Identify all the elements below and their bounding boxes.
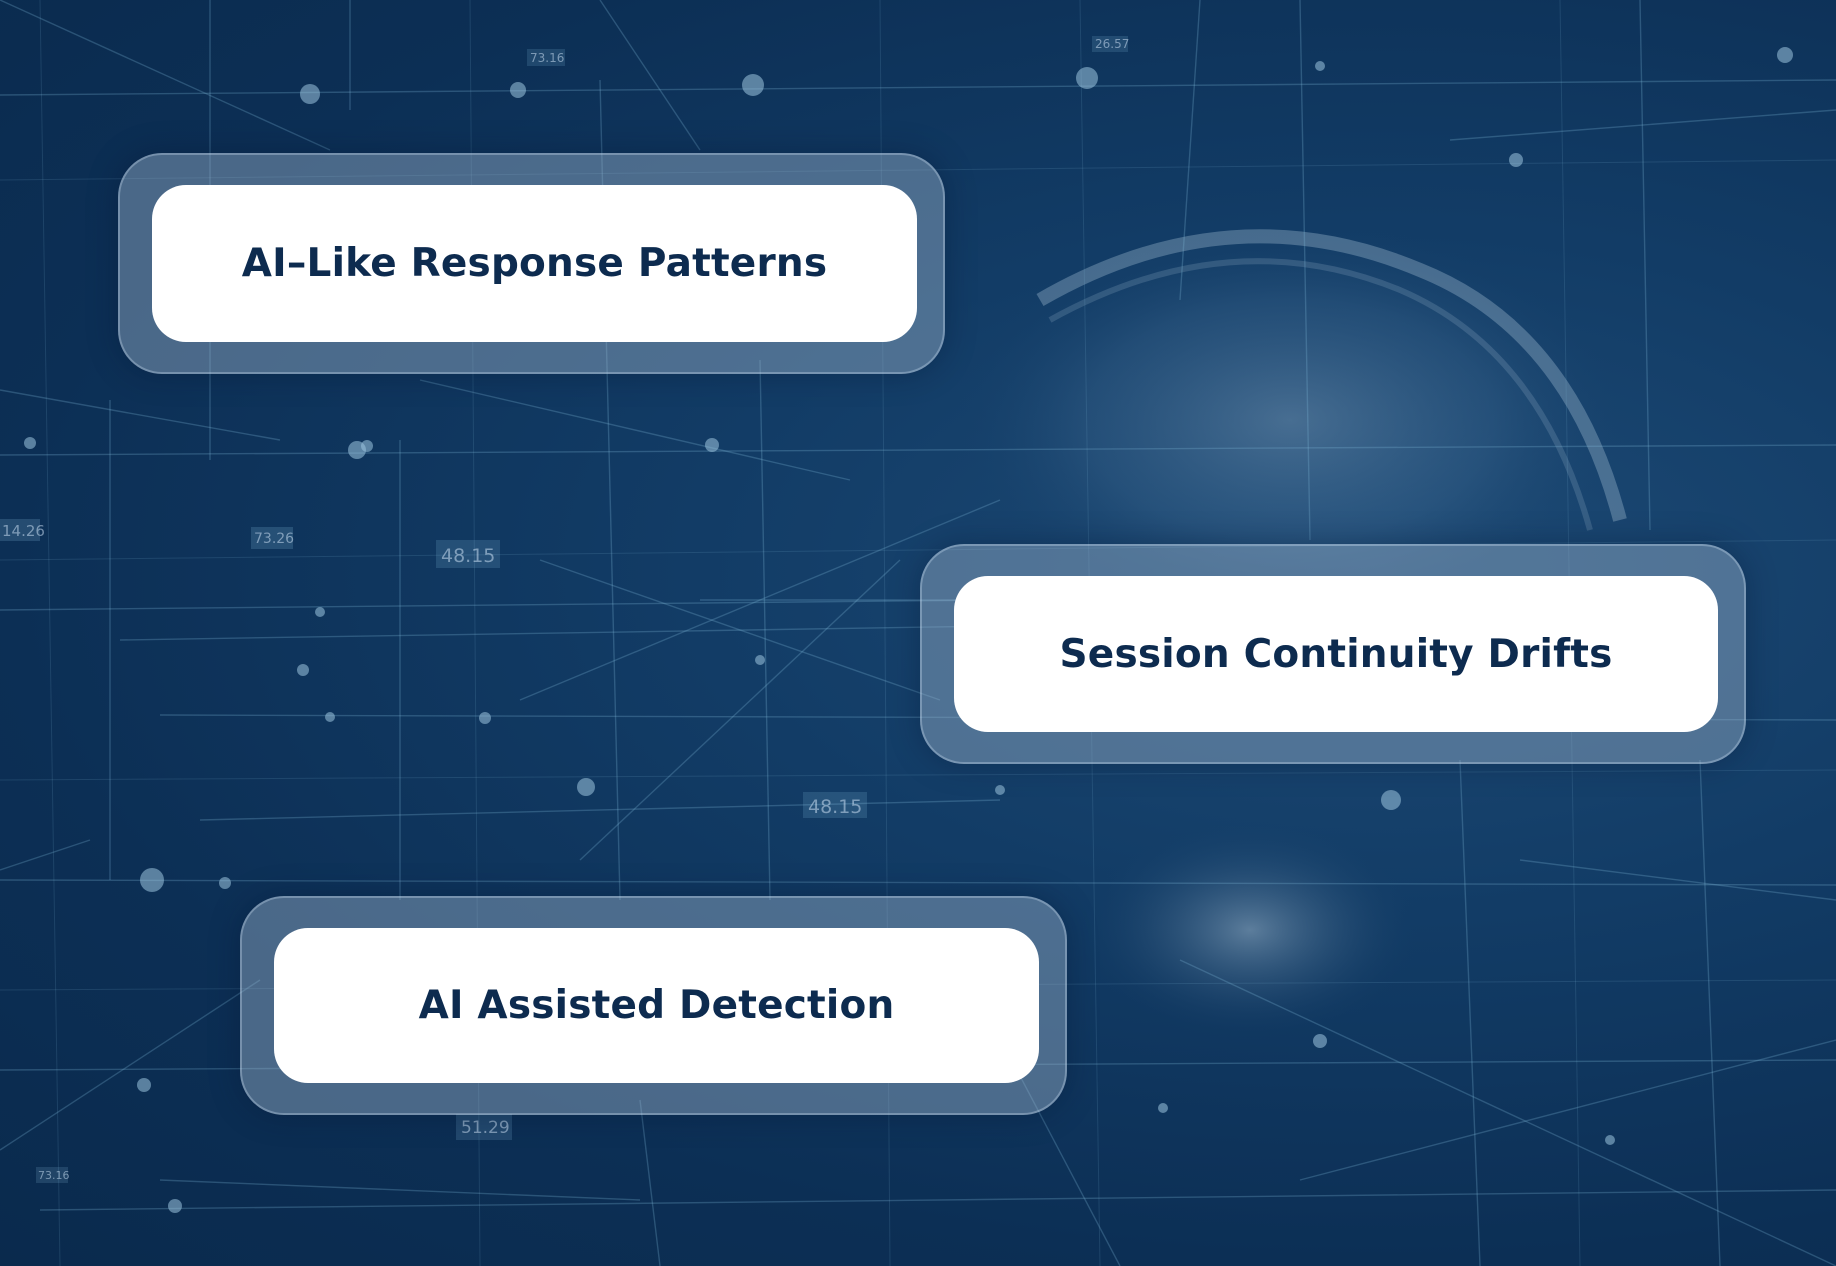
- card-label: Session Continuity Drifts: [1059, 631, 1613, 677]
- number-tag: 73.26: [254, 531, 294, 547]
- ai-like-response-patterns-card: AI–Like Response Patterns: [118, 153, 945, 374]
- number-tags: 73.16 26.57 14.26 73.26 48.15 48.15 51.2…: [0, 36, 1129, 1183]
- number-tag: 26.57: [1095, 37, 1129, 51]
- session-continuity-drifts-card: Session Continuity Drifts: [920, 544, 1746, 764]
- network-nodes: [24, 47, 1793, 1213]
- number-tag: 51.29: [461, 1118, 510, 1138]
- card-label: AI–Like Response Patterns: [241, 241, 828, 286]
- card-label: AI Assisted Detection: [418, 983, 895, 1028]
- number-tag: 73.16: [38, 1169, 70, 1182]
- card-panel: AI–Like Response Patterns: [152, 185, 917, 342]
- globe-graphic: [950, 220, 1630, 1040]
- number-tag: 48.15: [441, 545, 495, 567]
- number-tag: 48.15: [808, 796, 862, 818]
- card-panel: Session Continuity Drifts: [954, 576, 1718, 732]
- number-tag: 14.26: [2, 522, 45, 540]
- card-panel: AI Assisted Detection: [274, 928, 1039, 1083]
- number-tag: 73.16: [530, 51, 564, 65]
- ai-assisted-detection-card: AI Assisted Detection: [240, 896, 1067, 1115]
